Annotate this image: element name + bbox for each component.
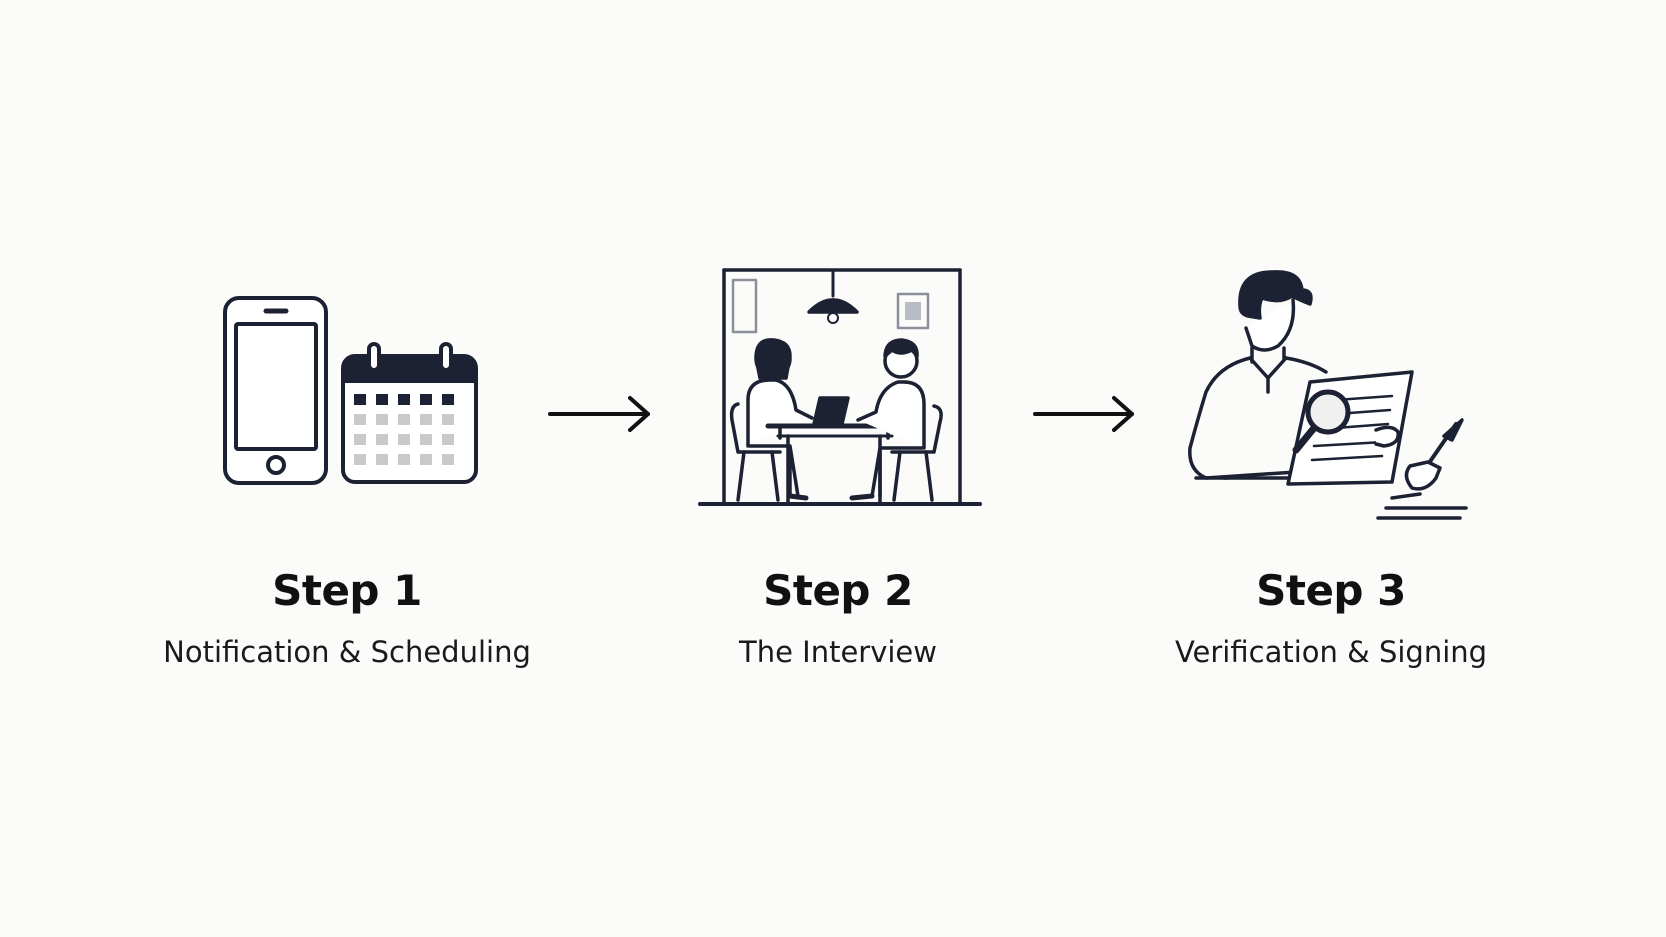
arrow-right-icon [548, 396, 650, 432]
calendar-day-cell [420, 434, 432, 445]
step-3-title: Step 3 [1256, 566, 1406, 615]
calendar-day-cell [442, 434, 454, 445]
calendar-day-cell [376, 434, 388, 445]
calendar-day-cell [420, 394, 432, 405]
calendar-day-cell [442, 394, 454, 405]
calendar-day-cell [354, 434, 366, 445]
calendar-day-cell [442, 414, 454, 425]
calendar-grid [354, 394, 454, 465]
step-1-title: Step 1 [272, 566, 422, 615]
interview-room-icon [698, 268, 982, 506]
arrow-right-icon [1033, 396, 1134, 432]
calendar-day-cell [376, 394, 388, 405]
calendar-day-cell [398, 434, 410, 445]
phone-icon [223, 296, 328, 485]
calendar-day-cell [376, 414, 388, 425]
step-3-caption: Verification & Signing [1174, 635, 1488, 669]
document-review-icon [1188, 270, 1468, 520]
calendar-day-cell [354, 394, 366, 405]
calendar-day-cell [420, 454, 432, 465]
phone-calendar-icon [223, 296, 478, 485]
calendar-day-cell [354, 414, 366, 425]
calendar-day-cell [442, 454, 454, 465]
step-2-caption: The Interview [738, 635, 937, 669]
calendar-day-cell [354, 454, 366, 465]
calendar-day-cell [398, 414, 410, 425]
calendar-day-cell [376, 454, 388, 465]
calendar-day-cell [398, 454, 410, 465]
calendar-day-cell [398, 394, 410, 405]
calendar-day-cell [420, 414, 432, 425]
step-1-caption: Notification & Scheduling [163, 635, 531, 669]
step-2-title: Step 2 [763, 566, 913, 615]
